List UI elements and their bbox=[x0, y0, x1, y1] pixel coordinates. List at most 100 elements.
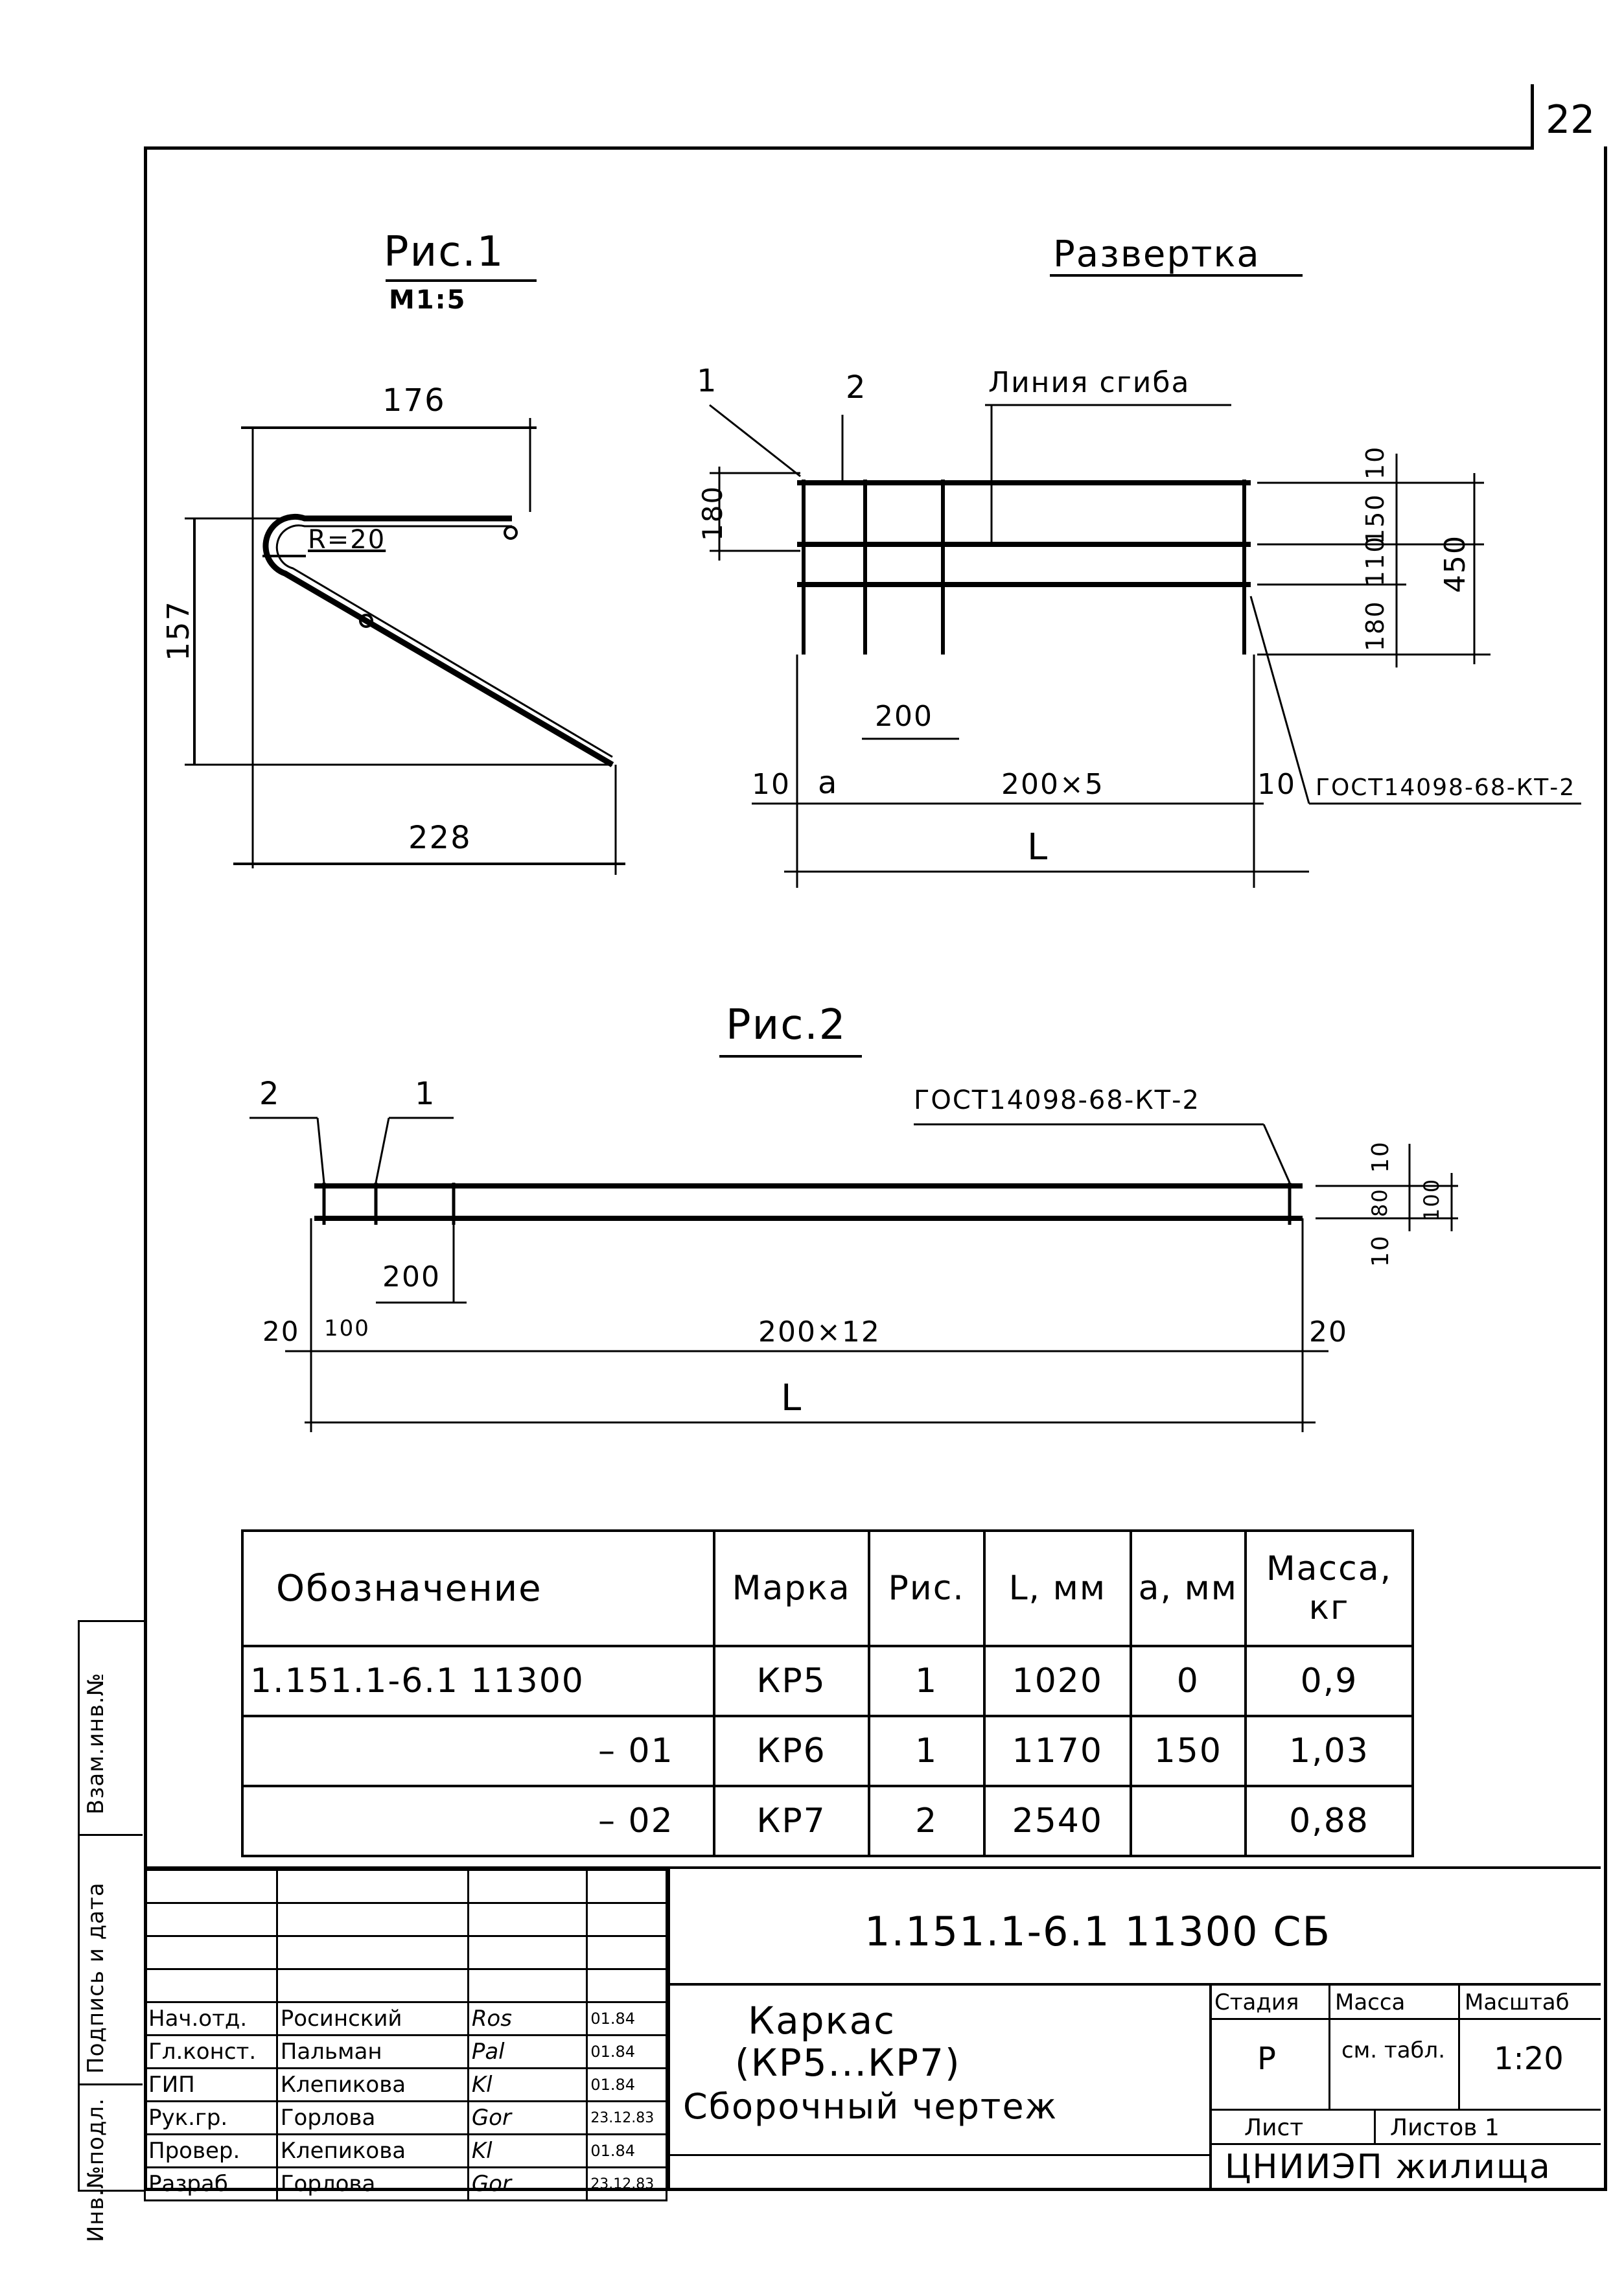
fig2-dim-20-right: 20 bbox=[1309, 1316, 1348, 1349]
staff-date: 23.12.83 bbox=[586, 2166, 667, 2201]
staff-signature: Gor bbox=[467, 2100, 588, 2135]
fig1-title: Рис.1 bbox=[384, 228, 505, 276]
table-row: 1.151.1-6.1 11300 КР5 1 1020 0 0,9 bbox=[241, 1645, 1415, 1717]
fig1-weld-point-1 bbox=[504, 526, 518, 540]
spec-cell-L: 1020 bbox=[982, 1645, 1132, 1717]
doc-title-cell: Каркас (КР5...КР7) Сборочный чертеж bbox=[667, 1986, 1212, 2190]
staff-date: 01.84 bbox=[586, 2133, 667, 2168]
staff-name: Клепикова bbox=[275, 2067, 469, 2102]
stage-header-row: Стадия Масса Масштаб bbox=[1212, 1986, 1601, 2020]
fig2-dim-10-bottom: 10 bbox=[1367, 1235, 1394, 1267]
staff-date: 01.84 bbox=[586, 2001, 667, 2036]
fig2-dim-10-top: 10 bbox=[1367, 1141, 1394, 1173]
unfold-gost: ГОСТ14098-68-КТ-2 bbox=[1316, 774, 1576, 801]
spec-cell-fig: 2 bbox=[867, 1785, 986, 1857]
table-row: – 02 КР7 2 2540 0,88 bbox=[241, 1785, 1415, 1857]
stage-col-divider-2 bbox=[1458, 1986, 1460, 2109]
staff-name: Горлова bbox=[275, 2166, 469, 2201]
side-strip-divider-3 bbox=[78, 2083, 143, 2085]
sheets-label: Листов 1 bbox=[1390, 2115, 1500, 2141]
staff-signature: Gor bbox=[467, 2166, 588, 2201]
fig2-dim-200: 200 bbox=[382, 1260, 441, 1293]
spec-cell-mark: КР7 bbox=[712, 1785, 870, 1857]
unfold-dim-200x5: 200×5 bbox=[1001, 768, 1104, 801]
spec-header-row: Обозначение Марка Рис. L, мм a, мм Масса… bbox=[241, 1529, 1415, 1647]
side-label-signature-date: Подпись и дата bbox=[83, 1882, 109, 2074]
staff-signature: Kl bbox=[467, 2067, 588, 2102]
spec-cell-designation: – 02 bbox=[241, 1785, 715, 1857]
staff-role: Нач.отд. bbox=[144, 2001, 278, 2036]
spec-header-a: a, мм bbox=[1129, 1529, 1247, 1647]
staff-signature: Kl bbox=[467, 2133, 588, 2168]
side-strip-divider-1 bbox=[78, 1620, 143, 1622]
scale-label: Масштаб bbox=[1465, 1989, 1570, 2015]
spec-header-mass: Масса, кг bbox=[1244, 1529, 1415, 1647]
organization: ЦНИИЭП жилища bbox=[1225, 2148, 1551, 2186]
staff-role: Гл.конст. bbox=[144, 2034, 278, 2069]
table-row bbox=[144, 1935, 667, 1970]
stage-block: Стадия Масса Масштаб Р см. табл. 1:20 Ли… bbox=[1209, 1986, 1601, 2190]
unfold-dim-L: L bbox=[1027, 826, 1049, 868]
staff-date: 01.84 bbox=[586, 2034, 667, 2069]
scale-value: 1:20 bbox=[1494, 2041, 1564, 2077]
title-block: Нач.отд. Росинский Ros 01.84 Гл.конст. П… bbox=[144, 1866, 1601, 2201]
unfold-leader-1 bbox=[709, 404, 801, 478]
mass-value: см. табл. bbox=[1341, 2037, 1446, 2063]
table-row: Нач.отд. Росинский Ros 01.84 bbox=[144, 2001, 667, 2036]
fig2-dim-200x12: 200×12 bbox=[758, 1316, 881, 1349]
unfold-dim-200: 200 bbox=[875, 700, 933, 733]
fig2-callout-2: 2 bbox=[259, 1076, 281, 1112]
staff-name: Росинский bbox=[275, 2001, 469, 2036]
spec-cell-a bbox=[1129, 1785, 1247, 1857]
fig1-bent-rod bbox=[262, 513, 614, 767]
sheet-label: Лист bbox=[1244, 2115, 1304, 2141]
spec-cell-designation: 1.151.1-6.1 11300 bbox=[241, 1645, 715, 1717]
staff-name: Пальман bbox=[275, 2034, 469, 2069]
fig1-rod-inner bbox=[275, 524, 613, 758]
spec-cell-mass: 0,88 bbox=[1244, 1785, 1415, 1857]
spec-cell-fig: 1 bbox=[867, 1715, 986, 1787]
spec-cell-mark: КР5 bbox=[712, 1645, 870, 1717]
fig2-dim-100-left: 100 bbox=[324, 1316, 370, 1341]
fig2-dim-20-left: 20 bbox=[262, 1316, 300, 1347]
doc-title-line3: Сборочный чертеж bbox=[683, 2086, 1058, 2127]
drawing-frame bbox=[144, 146, 1607, 2191]
spec-header-mark: Марка bbox=[712, 1529, 870, 1647]
staff-date: 23.12.83 bbox=[586, 2100, 667, 2135]
staff-signature: Pal bbox=[467, 2034, 588, 2069]
unfold-dim-180-left: 180 bbox=[697, 485, 728, 541]
spec-cell-fig: 1 bbox=[867, 1645, 986, 1717]
unfold-dim-450: 450 bbox=[1439, 535, 1472, 593]
sheet-number-divider bbox=[1531, 84, 1534, 150]
table-row bbox=[144, 1902, 667, 1937]
sheets-row: Лист Листов 1 bbox=[1212, 2109, 1601, 2145]
table-row: Разраб. Горлова Gor 23.12.83 bbox=[144, 2166, 667, 2201]
staff-table: Нач.отд. Росинский Ros 01.84 Гл.конст. П… bbox=[144, 1869, 667, 2201]
doc-code: 1.151.1-6.1 11300 СБ bbox=[864, 1908, 1332, 1955]
table-row bbox=[144, 1968, 667, 2003]
unfold-callout-1: 1 bbox=[697, 363, 718, 399]
unfold-gost-leader bbox=[1249, 596, 1310, 804]
doc-title-line1: Каркас bbox=[748, 1999, 896, 2043]
staff-role: ГИП bbox=[144, 2067, 278, 2102]
unfold-bend-line-label: Линия сгиба bbox=[988, 366, 1190, 399]
fig1-scale: М1:5 bbox=[389, 285, 467, 315]
spec-cell-L: 1170 bbox=[982, 1715, 1132, 1787]
spec-cell-a: 150 bbox=[1129, 1715, 1247, 1787]
fig2-gost: ГОСТ14098-68-КТ-2 bbox=[914, 1085, 1200, 1115]
doc-code-cell: 1.151.1-6.1 11300 СБ bbox=[667, 1869, 1601, 1986]
unfold-title: Развертка bbox=[1053, 233, 1260, 275]
fig1-dim-157: 157 bbox=[161, 600, 196, 661]
table-row: Рук.гр. Горлова Gor 23.12.83 bbox=[144, 2100, 667, 2135]
spec-cell-mass: 0,9 bbox=[1244, 1645, 1415, 1717]
frame-top-line bbox=[144, 146, 1531, 150]
fig1-dim-228: 228 bbox=[408, 820, 472, 856]
unfold-dim-a: a bbox=[818, 765, 839, 801]
fig2-leader-2 bbox=[316, 1117, 325, 1183]
fig1-radius: R=20 bbox=[308, 525, 386, 555]
fig1-dim-176: 176 bbox=[382, 382, 446, 419]
spec-header-L: L, мм bbox=[982, 1529, 1132, 1647]
mass-label: Масса bbox=[1335, 1989, 1406, 2015]
spec-header-fig: Рис. bbox=[867, 1529, 986, 1647]
table-row: ГИП Клепикова Kl 01.84 bbox=[144, 2067, 667, 2102]
